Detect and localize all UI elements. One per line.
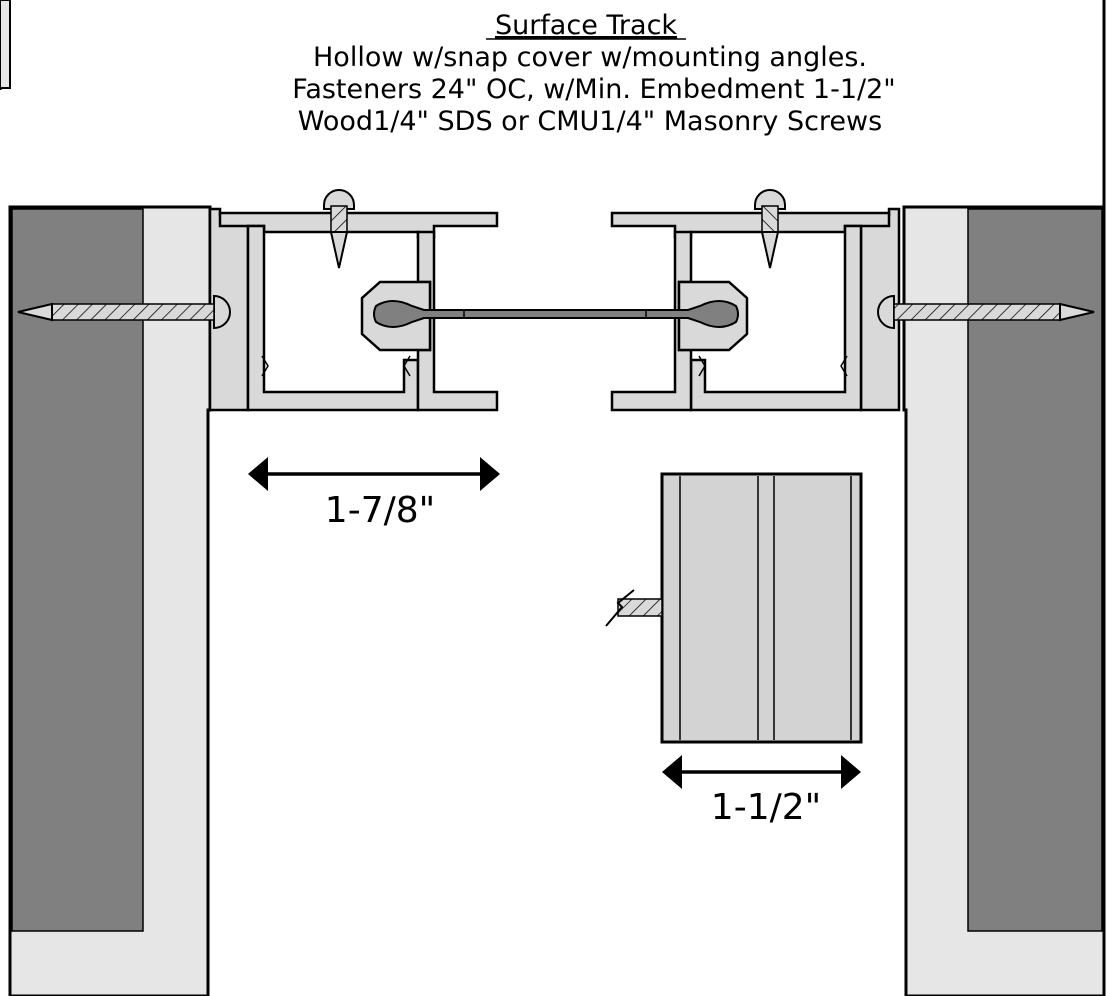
note-line-1: Hollow w/snap cover w/mounting angles.: [313, 42, 867, 73]
dimension-panel-width: 1-1/2": [662, 755, 861, 828]
note-line-3: Wood1/4" SDS or CMU1/4" Masonry Screws: [298, 106, 882, 137]
dimension-track-width: 1-7/8": [248, 457, 500, 531]
left-arrow-icon: [248, 457, 268, 491]
track-width-label: 1-7/8": [325, 490, 435, 531]
left-screw-tip: [329, 231, 349, 269]
right-track: [610, 189, 901, 412]
right-wall-screw: [877, 294, 1095, 330]
left-wall-core: [11, 208, 144, 932]
left-screw-head: [323, 189, 355, 210]
corner-tab: [0, 0, 11, 89]
panel-width-label: 1-1/2": [711, 787, 821, 828]
right-arrow-icon: [841, 755, 861, 789]
panel-stub: [617, 598, 663, 617]
right-wall-core: [967, 208, 1103, 932]
title: Surface Track: [495, 10, 677, 41]
left-arrow-icon: [662, 755, 682, 789]
left-wall-screw: [17, 294, 231, 330]
note-line-2: Fasteners 24" OC, w/Min. Embedment 1-1/2…: [292, 74, 895, 105]
left-wall: [8, 205, 212, 996]
right-wall: [902, 205, 1106, 996]
break-line-icon: [605, 589, 635, 627]
connecting-bolt: [373, 300, 739, 328]
left-track: [208, 189, 499, 412]
panel: [605, 472, 863, 744]
right-arrow-icon: [480, 457, 500, 491]
